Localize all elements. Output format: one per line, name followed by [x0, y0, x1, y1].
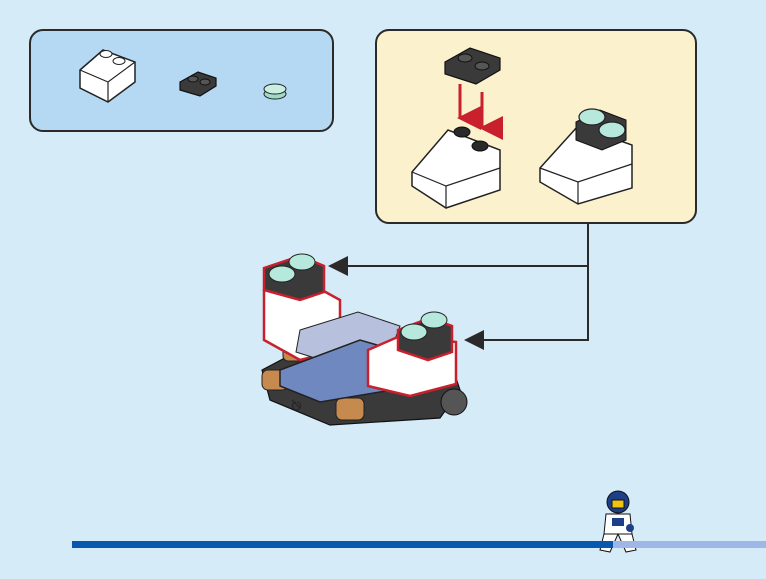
slope-with-lights-result — [540, 109, 632, 204]
black-plate-icon — [180, 72, 216, 96]
attach-plate-step — [412, 48, 500, 208]
main-model — [262, 254, 467, 425]
trans-round-tile-icon — [264, 84, 286, 99]
progress-bar-fill — [72, 541, 613, 548]
white-slope-brick-icon — [80, 50, 135, 102]
